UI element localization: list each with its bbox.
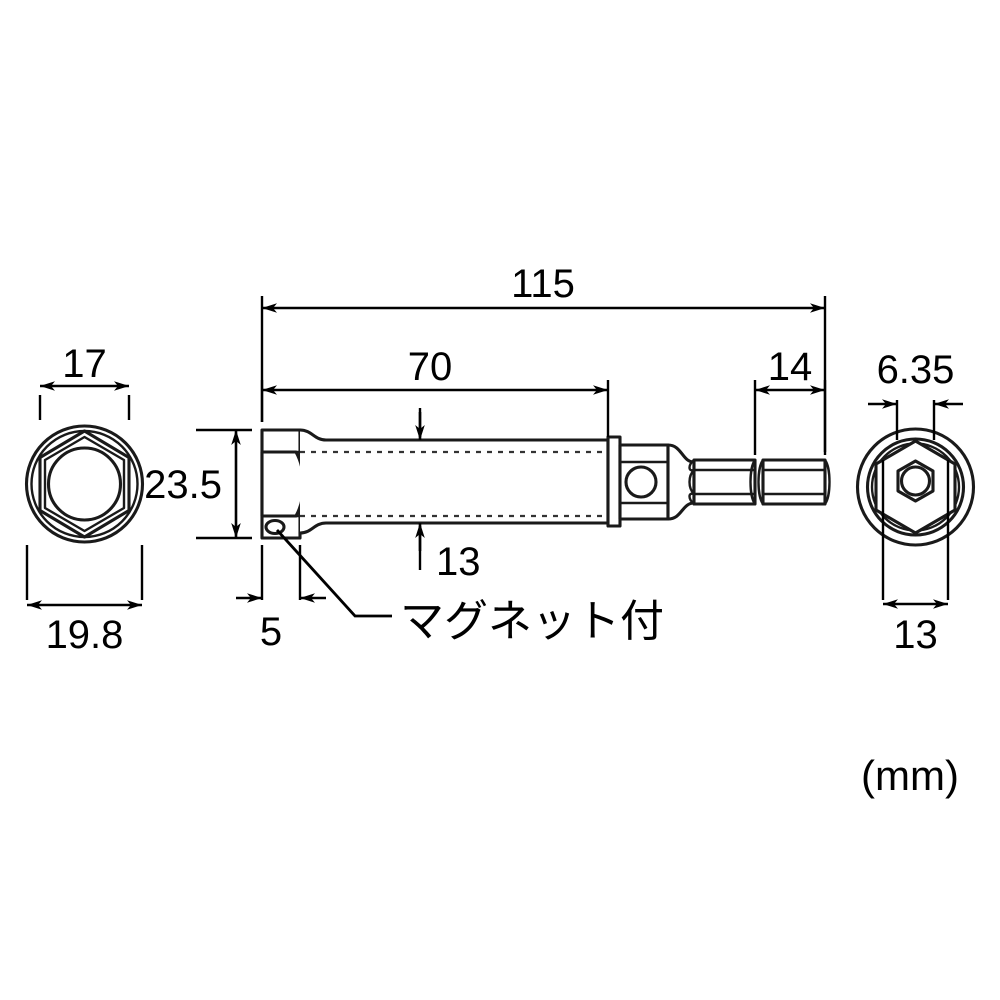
drive-center-circle bbox=[899, 465, 932, 497]
hex-edge-curve-1c bbox=[688, 468, 696, 496]
drive-shoulder bbox=[606, 435, 622, 528]
dim-label-235: 23.5 bbox=[144, 463, 222, 507]
dim-label-17: 17 bbox=[62, 342, 107, 386]
socket-bore-circle bbox=[46, 446, 123, 522]
socket-hexagon-chamfer bbox=[43, 435, 126, 533]
hex-shank-segment-2 bbox=[761, 458, 827, 506]
dim-label-14: 14 bbox=[768, 345, 813, 389]
dim-label-115: 115 bbox=[511, 262, 575, 306]
dim-label-5: 5 bbox=[260, 610, 282, 654]
dim-label-198: 19.8 bbox=[46, 613, 124, 657]
magnet-note-label: マグネット付 bbox=[400, 597, 664, 646]
dim-label-70: 70 bbox=[408, 345, 453, 389]
ball-detent-hole bbox=[624, 465, 658, 499]
magnet-leader-line bbox=[275, 529, 392, 618]
hex-tip-edge bbox=[823, 458, 831, 506]
main-side-view-group: 115 70 14 23.5 13 bbox=[144, 262, 831, 654]
dim-label-13-drive: 13 bbox=[893, 613, 938, 657]
dim-label-13-shaft: 13 bbox=[436, 540, 481, 584]
socket-barrel-profile bbox=[260, 450, 305, 518]
magnet-indicator bbox=[264, 518, 286, 536]
shaft-body bbox=[298, 428, 610, 535]
left-end-view-group: 17 19.8 bbox=[24, 342, 145, 657]
unit-label: (mm) bbox=[861, 752, 959, 799]
hex-shank-segment-1 bbox=[692, 458, 757, 506]
hex-groove-left bbox=[749, 458, 757, 506]
right-end-view-group: 6.35 13 bbox=[855, 348, 976, 657]
dim-label-635: 6.35 bbox=[877, 348, 955, 392]
